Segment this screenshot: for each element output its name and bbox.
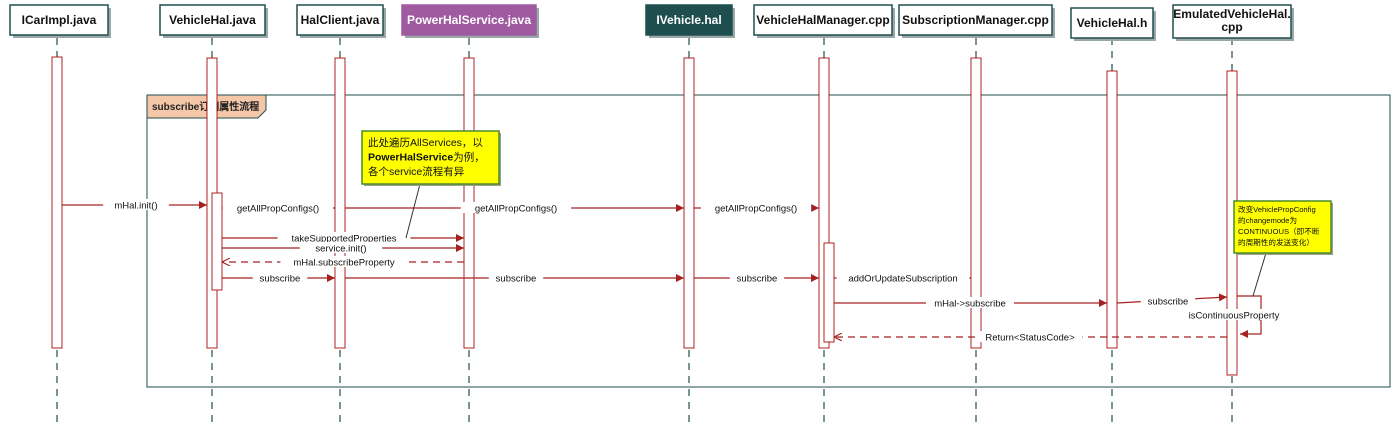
lifeline-bar-ivehicle	[683, 57, 695, 349]
message-12-label: mHal->subscribe	[934, 299, 1006, 310]
message-14-label: isContinuousProperty	[1189, 311, 1280, 322]
message-6-label: service.init()	[315, 244, 366, 255]
message-12-label-bg	[926, 297, 1014, 308]
note-1-text: PowerHalService	[368, 152, 453, 164]
note-1-text: 为例，	[453, 151, 485, 164]
message-7-label-bg	[280, 256, 408, 267]
message-15-label: Return<StatusCode>	[985, 333, 1075, 344]
note-1-connector	[405, 183, 421, 239]
message-1-label: mHal.init()	[114, 201, 157, 212]
note-2-text: 改变VehiclePropConfig	[1238, 204, 1316, 214]
message-8-label-bg	[252, 272, 308, 283]
actor-box-vehiclehal_java	[159, 4, 266, 36]
note-1	[361, 130, 500, 185]
note-2-line: CONTINUOUS（即不断	[1238, 226, 1320, 236]
message-7-label: mHal.subscribeProperty	[293, 258, 395, 269]
lifeline-bar-vehiclehal_h	[1106, 70, 1118, 349]
lifeline-bar-vhm	[818, 57, 830, 349]
message-10-label: subscribe	[737, 274, 778, 285]
message-5-label-bg	[277, 232, 411, 243]
note-2-connector	[1252, 252, 1267, 297]
activation-vhm	[823, 242, 835, 343]
message-5-label: takeSupportedProperties	[291, 234, 396, 245]
actor-label-emulated: EmulatedVehicleHal.	[1173, 7, 1290, 21]
message-9-label-bg	[488, 272, 544, 283]
actor-label-halclient: HalClient.java	[301, 13, 380, 27]
frame-border	[146, 94, 1391, 388]
message-11-label-bg	[836, 272, 970, 283]
actor-label-vhm: VehicleHalManager.cpp	[756, 13, 889, 27]
message-13-label-bg	[1140, 295, 1196, 306]
activation-vehiclehal_java	[211, 192, 223, 291]
actor-box-vhm	[753, 4, 893, 36]
lifeline-bar-halclient	[334, 57, 346, 349]
message-10-label-bg	[729, 272, 785, 283]
message-8-label: subscribe	[260, 274, 301, 285]
actor-label-emulated: cpp	[1221, 20, 1242, 34]
message-14-label-bg	[1176, 309, 1292, 320]
note-2-line: 的changemode为	[1238, 215, 1297, 225]
actor-label-icarimpl: ICarImpl.java	[22, 13, 97, 27]
message-9-label: subscribe	[496, 274, 537, 285]
note-1-line: 各个service流程有异	[368, 165, 464, 178]
note-2-line: 改变VehiclePropConfig	[1238, 204, 1316, 214]
note-1-text: 此处遍历AllServices，以	[368, 136, 483, 149]
frame-label: subscribe订阅属性流程	[152, 100, 259, 113]
message-3-label-bg	[460, 202, 572, 213]
message-6-label-bg	[299, 242, 383, 253]
message-4-label-bg	[700, 202, 812, 213]
note-2	[1233, 200, 1332, 254]
lifeline-bar-subman	[970, 57, 982, 349]
actor-box-subman	[898, 4, 1053, 36]
message-3-label: getAllPropConfigs()	[475, 204, 557, 215]
actor-box-vehiclehal_h	[1070, 7, 1154, 39]
note-1-text: 各个service流程有异	[368, 165, 464, 178]
note-2-text: CONTINUOUS（即不断	[1238, 226, 1320, 236]
note-1-line: 此处遍历AllServices，以	[368, 136, 483, 149]
message-1-label-bg	[103, 199, 169, 210]
lifeline-bar-icarimpl	[51, 56, 63, 349]
actor-label-subman: SubscriptionManager.cpp	[902, 13, 1049, 27]
actor-label-vehiclehal_h: VehicleHal.h	[1077, 16, 1148, 30]
actor-box-emulated	[1172, 4, 1292, 39]
message-2-label: getAllPropConfigs()	[237, 204, 319, 215]
note-2-text: 的changemode为	[1238, 215, 1297, 225]
note-2-line: 的周期性的发送变化）	[1238, 237, 1314, 247]
actor-label-vehiclehal_java: VehicleHal.java	[169, 13, 256, 27]
note-2-text: 的周期性的发送变化）	[1238, 237, 1314, 247]
actor-label-ivehicle: IVehicle.hal	[656, 13, 721, 27]
actor-box-ivehicle	[645, 4, 733, 36]
message-11-label: addOrUpdateSubscription	[848, 274, 957, 285]
actor-box-halclient	[296, 4, 384, 36]
message-2-label-bg	[222, 202, 334, 213]
actor-box-powerhal	[401, 4, 537, 36]
message-4-label: getAllPropConfigs()	[715, 204, 797, 215]
message-13-label: subscribe	[1148, 297, 1189, 308]
actor-label-powerhal: PowerHalService.java	[407, 13, 531, 27]
actor-box-icarimpl	[9, 4, 109, 36]
message-15-label-bg	[977, 331, 1083, 342]
note-1-line: PowerHalService为例，	[368, 151, 485, 164]
